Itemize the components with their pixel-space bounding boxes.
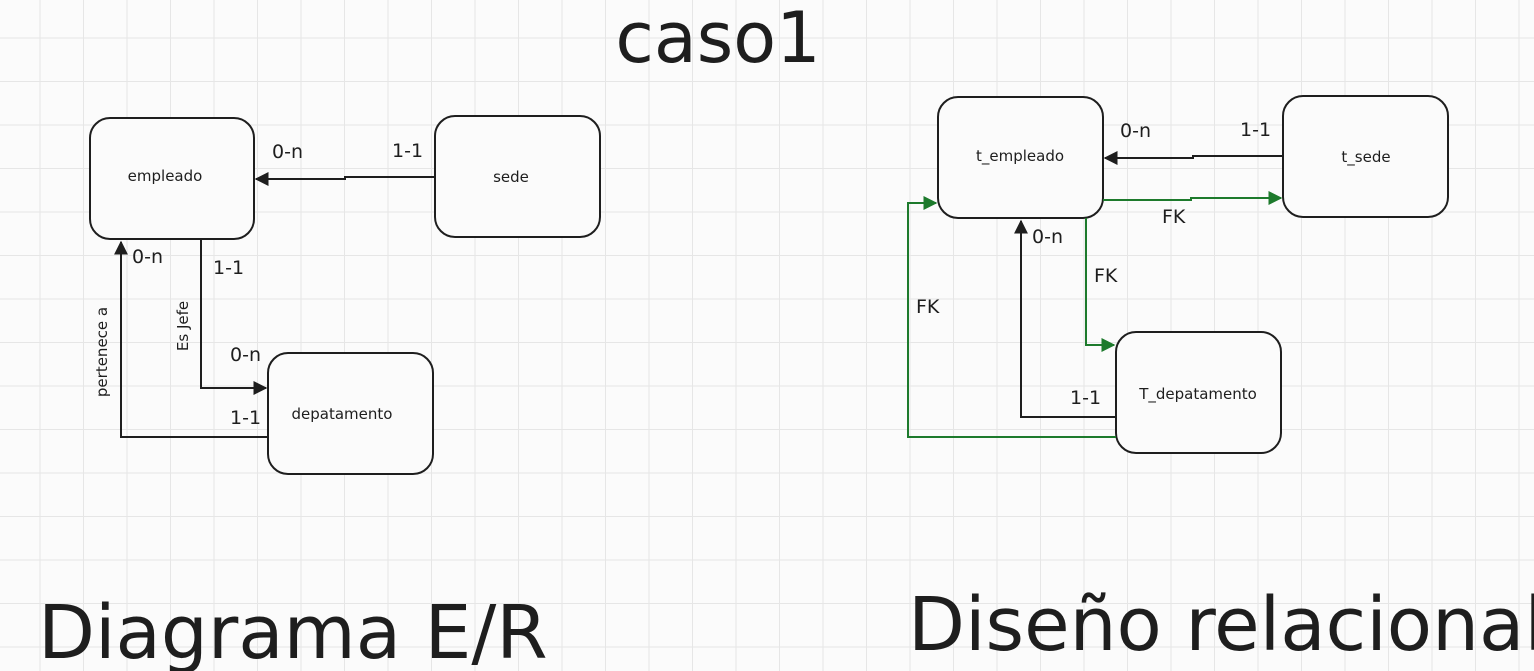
er-edge-pertenece-a-from-card: 1-1 [230, 407, 261, 429]
table-t-sede-label: t_sede [1341, 148, 1390, 167]
rel-edge-fk-empleado-depto[interactable]: FK [1085, 218, 1118, 352]
er-edge-es-jefe-to-card: 0-n [230, 344, 261, 366]
rel-edge-sede-empleado-from-card: 1-1 [1240, 119, 1271, 141]
entity-sede-label: sede [493, 168, 529, 186]
table-t-depatamento[interactable]: T_depatamento [1115, 331, 1282, 454]
table-t-empleado-label: t_empleado [976, 147, 1064, 166]
rel-edge-fk-empleado-sede-label: FK [1162, 206, 1186, 228]
table-t-sede[interactable]: t_sede [1282, 95, 1449, 218]
rel-edge-depto-empleado-from-card: 1-1 [1070, 387, 1101, 409]
er-edge-pertenece-a-to-card: 0-n [132, 246, 163, 268]
er-edge-es-jefe-label: Es Jefe [174, 301, 192, 351]
relational-design-heading: Diseño relacional [908, 582, 1534, 668]
table-t-depatamento-label: T_depatamento [1138, 385, 1257, 404]
er-diagram-heading: Diagrama E/R [38, 590, 548, 671]
rel-edge-depto-empleado-to-card: 0-n [1032, 226, 1063, 248]
rel-edge-fk-empleado-depto-label: FK [1094, 265, 1118, 287]
relational-design: t_empleado t_sede T_depatamento 0-n 1-1 … [907, 95, 1534, 668]
er-edge-pertenece-a[interactable]: 0-n 1-1 pertenece a [93, 240, 268, 438]
rel-edge-sede-empleado[interactable]: 0-n 1-1 [1103, 119, 1283, 165]
er-edge-pertenece-a-label: pertenece a [93, 307, 111, 397]
table-t-empleado[interactable]: t_empleado [937, 96, 1104, 219]
entity-depatamento-label: depatamento [292, 405, 393, 423]
rel-edge-depto-empleado[interactable]: 0-n 1-1 [1014, 219, 1116, 418]
er-edge-sede-empleado-from-card: 1-1 [392, 140, 423, 162]
er-edge-es-jefe[interactable]: 1-1 0-n Es Jefe [174, 240, 268, 395]
page-title: caso1 [615, 0, 820, 79]
entity-depatamento[interactable]: depatamento [267, 352, 434, 475]
entity-sede[interactable]: sede [434, 115, 601, 238]
rel-edge-sede-empleado-to-card: 0-n [1120, 120, 1151, 142]
rel-edge-fk-depto-empleado[interactable]: FK [907, 196, 1116, 438]
er-edge-sede-empleado[interactable]: 0-n 1-1 [254, 140, 435, 186]
er-edge-sede-empleado-to-card: 0-n [272, 141, 303, 163]
er-edge-es-jefe-from-card: 1-1 [213, 257, 244, 279]
er-diagram: empleado sede depatamento 0-n 1-1 1-1 0-… [38, 115, 601, 671]
rel-edge-fk-depto-empleado-label: FK [916, 296, 940, 318]
entity-empleado-label: empleado [128, 167, 203, 185]
entity-empleado[interactable]: empleado [89, 117, 255, 240]
rel-edge-fk-empleado-sede[interactable]: FK [1103, 191, 1283, 228]
